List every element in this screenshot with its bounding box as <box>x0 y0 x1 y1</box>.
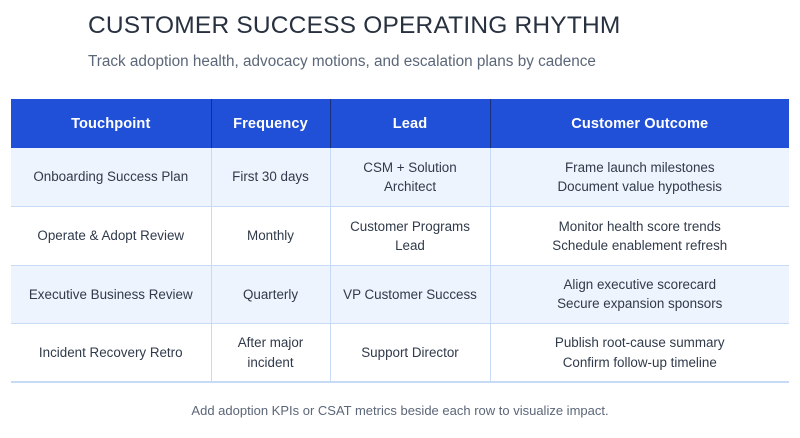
cell-lead-line-1: Customer Programs <box>350 218 470 234</box>
table-body: Onboarding Success Plan First 30 days CS… <box>11 148 789 383</box>
column-header-lead[interactable]: Lead <box>330 99 491 148</box>
page-subtitle: Track adoption health, advocacy motions,… <box>88 52 596 70</box>
footer-note: Add adoption KPIs or CSAT metrics beside… <box>191 403 609 418</box>
column-header-outcome[interactable]: Customer Outcome <box>571 115 709 132</box>
slide-header: CUSTOMER SUCCESS OPERATING RHYTHM Track … <box>0 0 800 72</box>
cell-lead-line-1: VP Customer Success <box>343 286 477 302</box>
cell-lead-line-1: CSM + Solution <box>363 159 457 175</box>
cell-frequency-line-1: After major <box>237 335 304 351</box>
cell-lead: Support Director <box>330 323 491 383</box>
table-header-row: Touchpoint Frequency Lead Customer Outco… <box>11 99 789 148</box>
table-header: Touchpoint Frequency Lead Customer Outco… <box>11 99 789 148</box>
cell-outcome-line-1: Frame launch milestones <box>564 159 715 175</box>
operating-rhythm-table-container: Touchpoint Frequency Lead Customer Outco… <box>11 99 789 383</box>
cell-outcome-line-1: Monitor health score trends <box>558 218 721 234</box>
cell-touchpoint: Onboarding Success Plan <box>11 148 212 207</box>
cell-touchpoint: Executive Business Review <box>11 265 212 324</box>
cell-touchpoint: Operate & Adopt Review <box>11 206 212 266</box>
cell-outcome-line-2: Confirm follow-up timeline <box>562 354 717 370</box>
cell-frequency: Quarterly <box>211 265 331 324</box>
cell-outcome-line-2: Secure expansion sponsors <box>557 296 723 312</box>
column-header-touchpoint[interactable]: Touchpoint <box>11 99 212 148</box>
table-row[interactable]: Executive Business Review Quarterly VP C… <box>11 265 789 324</box>
table-row[interactable]: Incident Recovery Retro After major inci… <box>11 323 789 383</box>
cell-touchpoint: Incident Recovery Retro <box>11 323 212 383</box>
cell-outcome-line-1: Publish root-cause summary <box>554 335 725 351</box>
cell-frequency-line-2: incident <box>247 354 294 370</box>
cell-outcome-line-2: Document value hypothesis <box>557 179 723 194</box>
cell-lead: CSM + Solution Architect <box>330 148 491 207</box>
cell-outcome: Frame launch milestones Document value h… <box>490 148 789 207</box>
cell-lead-line-2: Lead <box>395 237 425 253</box>
cell-outcome-line-2: Schedule enablement refresh <box>552 237 728 253</box>
cell-frequency: After major incident <box>211 323 331 383</box>
operating-rhythm-table: Touchpoint Frequency Lead Customer Outco… <box>11 99 789 383</box>
table-row[interactable]: Operate & Adopt Review Monthly Customer … <box>11 206 789 266</box>
page-title: CUSTOMER SUCCESS OPERATING RHYTHM <box>88 12 621 39</box>
cell-frequency: Monthly <box>211 206 331 266</box>
cell-lead-line-1: Support Director <box>361 344 459 360</box>
cell-outcome: Align executive scorecard Secure expansi… <box>490 265 789 324</box>
column-header-frequency[interactable]: Frequency <box>211 99 331 148</box>
cell-lead-line-2: Architect <box>383 179 437 194</box>
cell-outcome-line-1: Align executive scorecard <box>563 277 717 293</box>
cell-lead: VP Customer Success <box>330 265 491 324</box>
table-row[interactable]: Onboarding Success Plan First 30 days CS… <box>11 148 789 207</box>
cell-outcome: Monitor health score trends Schedule ena… <box>490 206 789 266</box>
cell-outcome: Publish root-cause summary Confirm follo… <box>490 323 789 383</box>
cell-lead: Customer Programs Lead <box>330 206 491 266</box>
cell-frequency: First 30 days <box>211 148 331 207</box>
